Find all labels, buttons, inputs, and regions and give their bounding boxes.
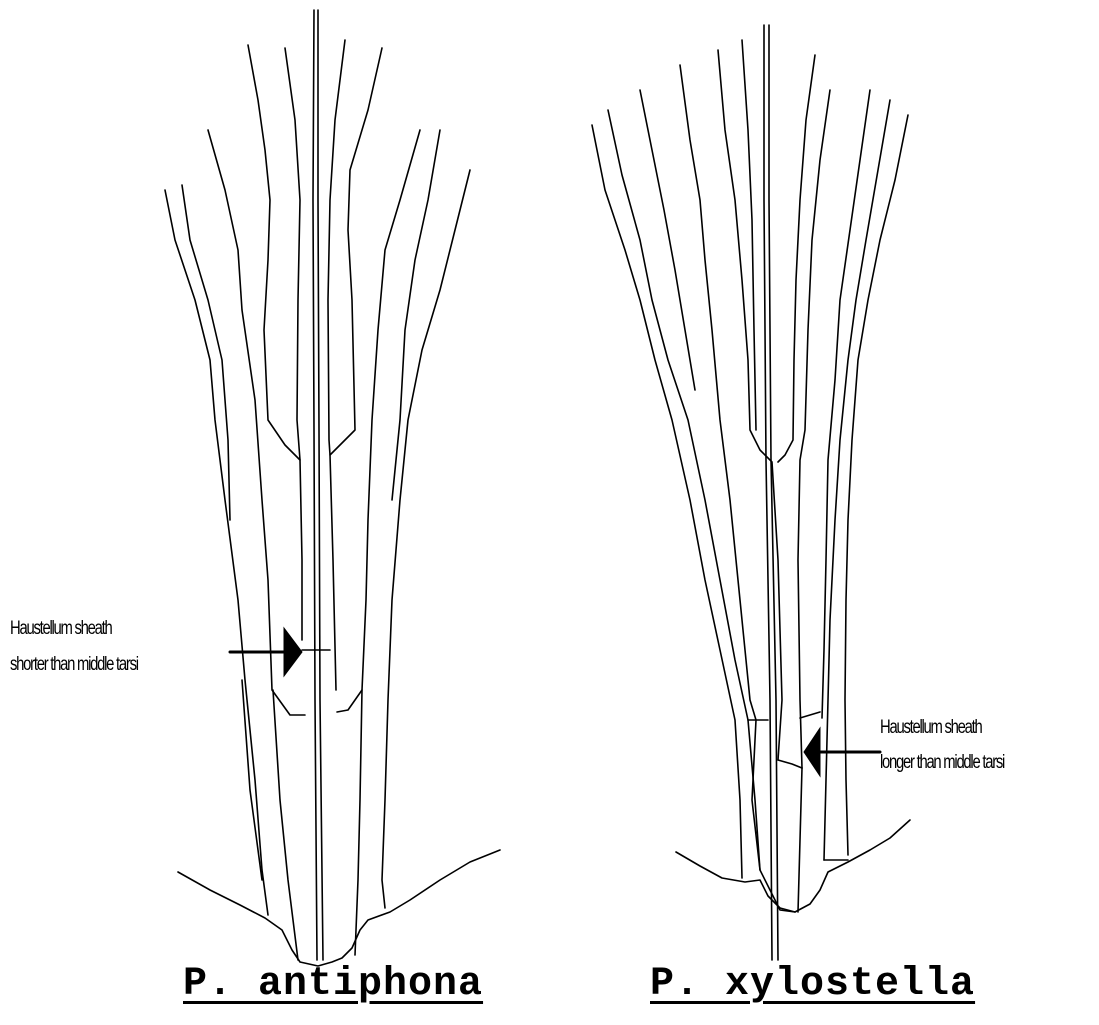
left-outer-right-tarsus <box>382 170 470 908</box>
left-annotation-arrow-head <box>284 628 302 676</box>
left-inner-right-tarsus-edge <box>328 40 345 455</box>
left-species-name: P. antiphona <box>183 962 483 1007</box>
right-inner-right-tarsus-edge <box>798 90 830 768</box>
right-outer-right-tarsus-a <box>845 115 908 855</box>
right-central-shaft-left-line <box>764 25 772 960</box>
right-inner-left-tarsus <box>718 50 782 760</box>
left-annotation-line1: Haustellum sheath <box>10 614 112 643</box>
left-lower-line-a <box>273 690 298 960</box>
right-annotation-line2: longer than middle tarsi <box>880 748 1004 777</box>
right-annotation-line1: Haustellum sheath <box>880 713 982 742</box>
right-annotation-arrow-head <box>804 728 820 776</box>
left-middle-left-tarsus <box>208 130 305 715</box>
right-segment-cap-right <box>800 712 820 718</box>
right-specimen-drawing <box>592 25 910 960</box>
right-outer-left-tarsus-c <box>640 90 695 390</box>
right-outer-right-tarsus-b <box>824 100 890 860</box>
left-inner-right-tarsus <box>330 48 382 690</box>
left-lower-line-b <box>355 690 362 955</box>
left-inner-left-tarsus-edge <box>285 48 300 460</box>
right-base-curve <box>676 820 910 912</box>
left-central-shaft-left-line <box>313 10 317 960</box>
left-outer-left-tarsus-inner <box>182 185 230 520</box>
left-specimen-drawing <box>165 10 500 966</box>
right-middle-left-tarsus <box>680 65 756 720</box>
right-outer-left-tarsus-a <box>592 125 742 878</box>
left-inner-left-tarsus <box>248 45 302 640</box>
right-lower-line-b <box>798 768 802 912</box>
right-segment-cap-bottom <box>778 760 802 768</box>
left-central-shaft-right-line <box>318 10 323 960</box>
left-annotation-line2: shorter than middle tarsi <box>10 650 138 679</box>
left-base-curve <box>178 850 500 966</box>
left-lower-line-c <box>242 680 262 880</box>
right-lower-line-a <box>752 720 795 912</box>
right-species-name: P. xylostella <box>650 962 975 1007</box>
right-inner-right-tarsus <box>778 55 815 462</box>
